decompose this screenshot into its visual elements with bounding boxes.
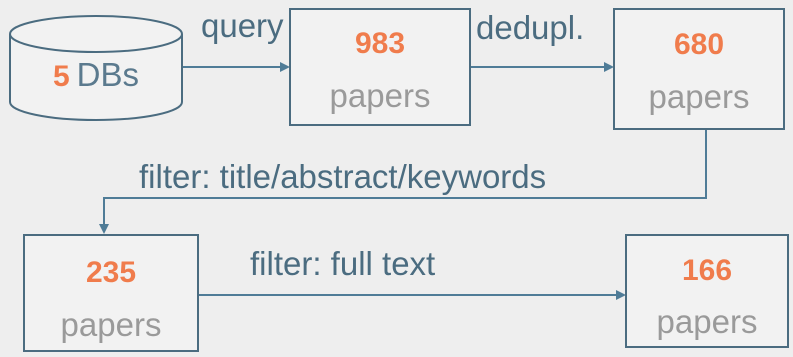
node-final-box: [625, 234, 789, 348]
node-deduplicated: 680 papers: [613, 8, 785, 130]
edge-filter-full: filter: full text: [198, 245, 626, 300]
edge-filter-title-line: [99, 128, 707, 234]
database-cylinder-top: [9, 15, 183, 53]
edge-query: query: [182, 7, 290, 72]
node-screened-count: 235: [86, 256, 136, 289]
node-screened-unit: papers: [61, 306, 162, 343]
database-cylinder-icon: [9, 34, 183, 121]
node-deduplicated-box: [613, 8, 785, 130]
node-queried: 983 papers: [289, 8, 471, 126]
edge-dedupl: dedupl.: [470, 9, 614, 72]
edge-dedupl-label: dedupl.: [476, 9, 584, 46]
node-final: 166 papers: [625, 234, 789, 348]
edge-query-label: query: [201, 7, 284, 44]
node-databases-count: 5: [53, 60, 70, 93]
edge-filter-title: filter: title/abstract/keywords: [99, 128, 707, 234]
node-queried-unit: papers: [330, 77, 431, 114]
node-deduplicated-count: 680: [674, 28, 724, 61]
node-screened: 235 papers: [23, 234, 199, 352]
node-queried-box: [289, 8, 471, 126]
node-queried-count: 983: [355, 27, 405, 60]
node-screened-box: [23, 234, 199, 352]
node-final-count: 166: [682, 254, 732, 287]
edge-filter-title-label: filter: title/abstract/keywords: [139, 158, 546, 195]
edge-filter-full-label: filter: full text: [250, 245, 435, 282]
node-databases-unit: DBs: [77, 56, 139, 93]
node-deduplicated-unit: papers: [649, 78, 750, 115]
node-final-unit: papers: [657, 303, 758, 340]
